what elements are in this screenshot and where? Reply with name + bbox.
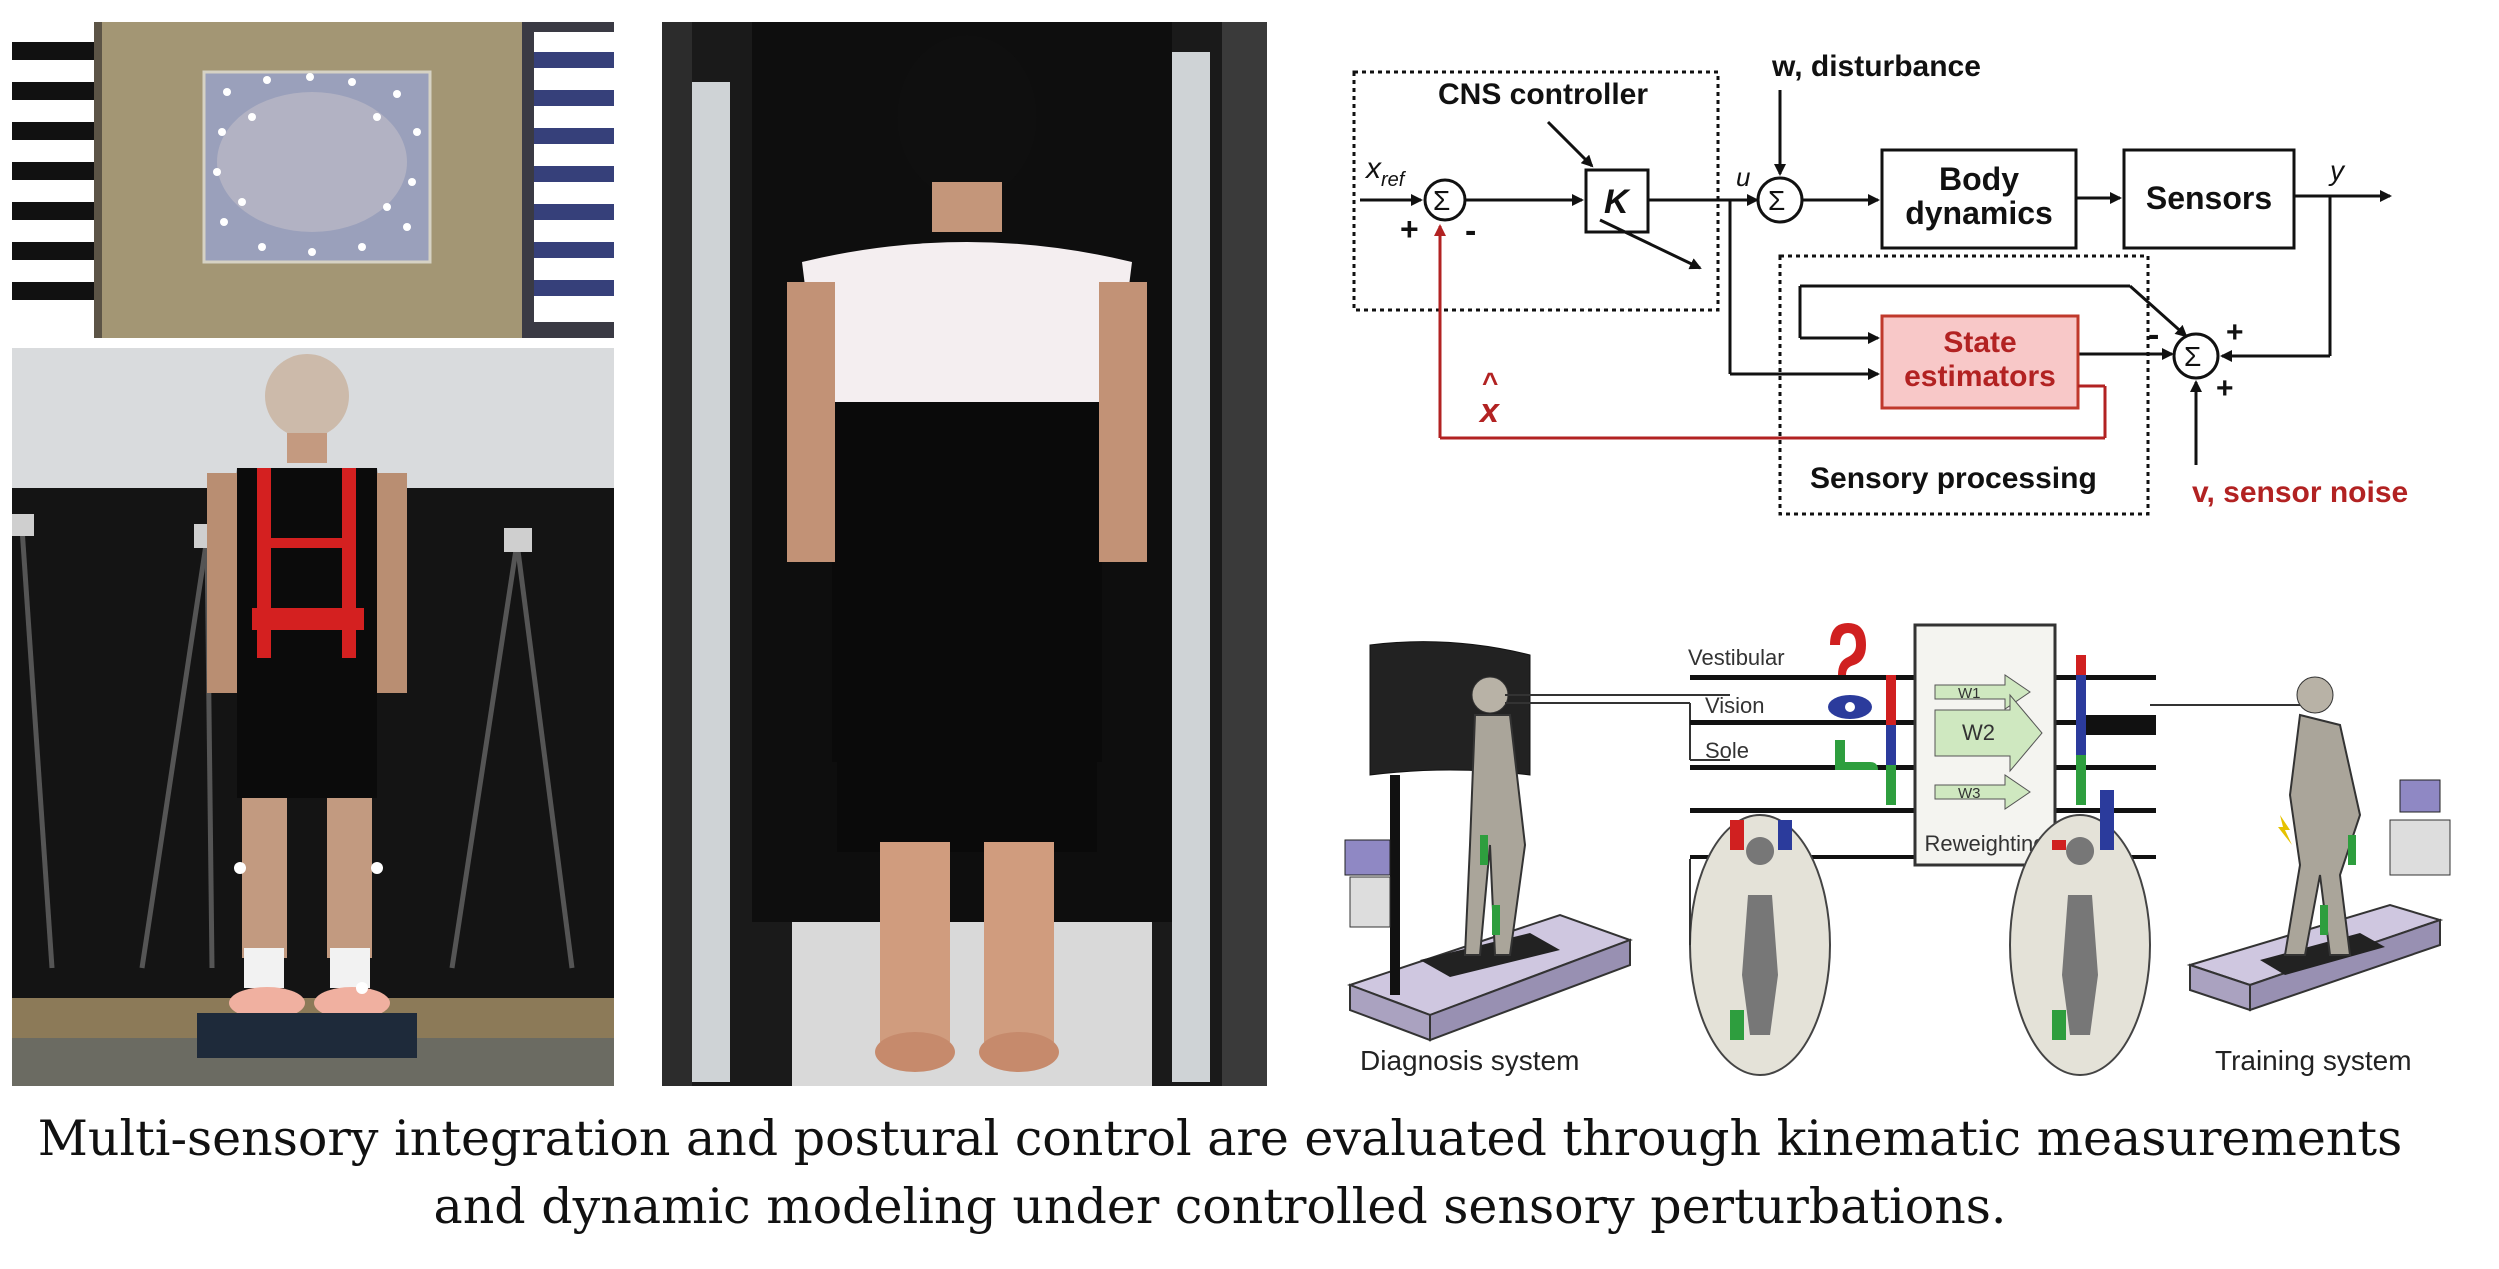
gain-k-label: K <box>1604 183 1631 221</box>
foot-icon <box>1835 740 1878 770</box>
state-estimators-box <box>1880 314 2080 410</box>
w3-label: W3 <box>1958 785 1981 802</box>
sum-1-minus: - <box>1465 212 1476 250</box>
subject-harness-photo <box>12 348 614 1086</box>
left-striped-panel <box>12 22 94 338</box>
cns-controller-box <box>1352 70 1720 312</box>
sum-3-minus: - <box>2148 316 2159 354</box>
visual-room-photo <box>12 22 614 338</box>
w2-label: W2 <box>1962 720 1995 745</box>
reweighting-label: Reweighting <box>1924 831 2045 856</box>
sole-label: Sole <box>1705 738 1749 763</box>
sensor-noise-label: v, sensor noise <box>2192 476 2408 509</box>
u-label: u <box>1736 162 1750 192</box>
caption-line-2: and dynamic modeling under controlled se… <box>433 1178 2007 1235</box>
disturbance-label: w, disturbance <box>1771 50 1981 83</box>
sum-1-plus: + <box>1400 211 1419 247</box>
cns-controller-label: CNS controller <box>1438 78 1648 111</box>
subject-booth-photo <box>662 22 1267 1086</box>
sum-3-plus-top: + <box>2226 316 2244 349</box>
w1-label: W1 <box>1958 685 1981 702</box>
caption-line-1: Multi-sensory integration and postural c… <box>37 1110 2403 1167</box>
sensory-processing-label: Sensory processing <box>1810 462 2097 495</box>
sum-3-symbol: Σ <box>2184 341 2201 372</box>
x-hat-label: x <box>1478 392 1501 430</box>
x-ref-label: xref <box>1364 152 1407 191</box>
right-striped-panel <box>534 32 614 322</box>
x-hat-caret: ^ <box>1482 367 1498 398</box>
training-system-label: Training system <box>2215 1045 2412 1076</box>
vision-label: Vision <box>1705 693 1765 718</box>
sensors-label: Sensors <box>2146 180 2272 216</box>
y-label: y <box>2328 155 2346 186</box>
diagnosis-system-label: Diagnosis system <box>1360 1045 1579 1076</box>
sum-3-plus-bottom: + <box>2216 372 2234 405</box>
sensory-reweighting-diagram: Vestibular Vision Sole W1 W2 W3 Reweight… <box>1344 623 2451 1076</box>
body-dynamics-label-1: Body <box>1939 161 2019 197</box>
sensors-box <box>2122 148 2296 250</box>
sensory-processing-box <box>1778 254 2150 516</box>
body-dynamics-label-2: dynamics <box>1905 195 2053 231</box>
postural-control-block-diagram: CNS controller w, disturbance xref Σ + -… <box>1352 50 2408 516</box>
sum-2-symbol: Σ <box>1768 185 1785 216</box>
figure-caption: Multi-sensory integration and postural c… <box>0 1105 2440 1241</box>
sum-1-symbol: Σ <box>1433 185 1450 216</box>
state-estimators-label-2: estimators <box>1904 360 2056 393</box>
vestibular-label: Vestibular <box>1688 645 1785 670</box>
ear-icon <box>1830 623 1866 675</box>
state-estimators-label-1: State <box>1943 326 2016 359</box>
